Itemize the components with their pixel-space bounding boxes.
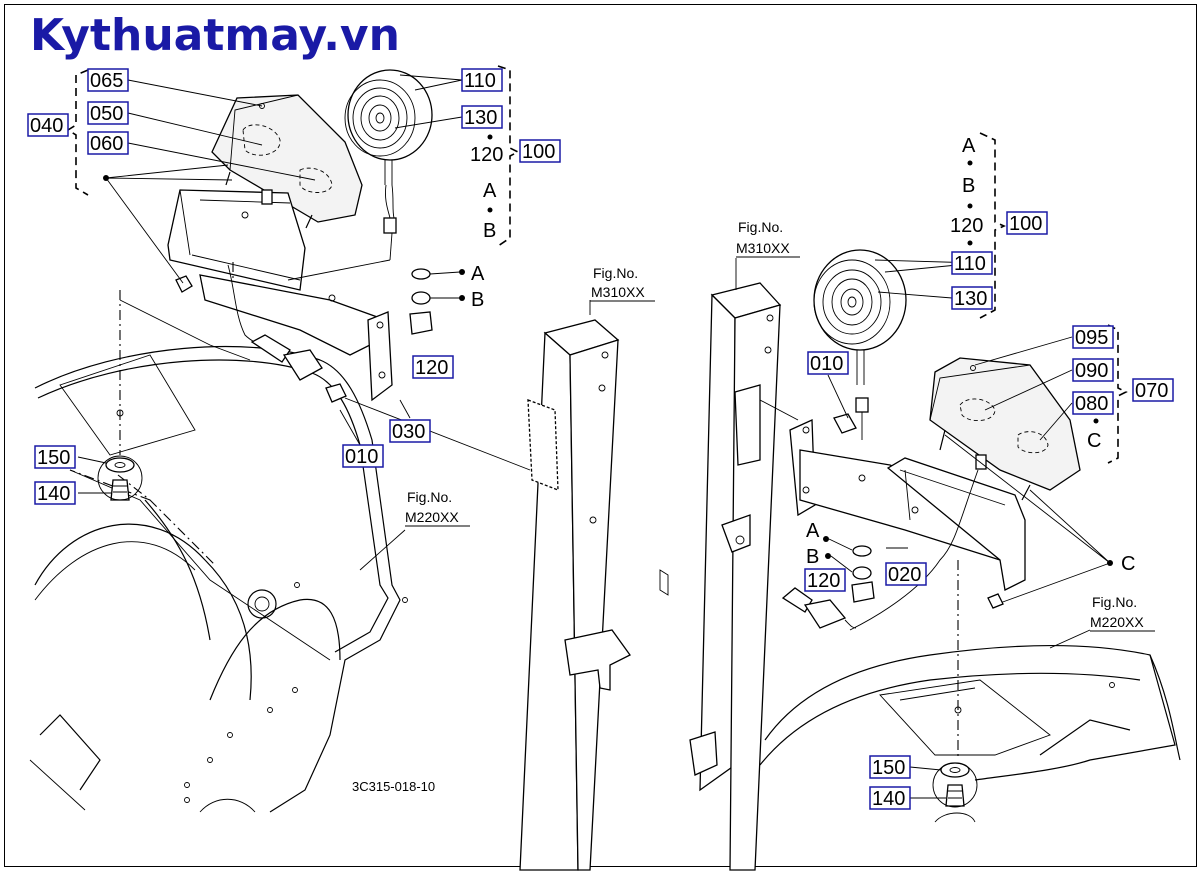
svg-text:M310XX: M310XX bbox=[591, 284, 645, 300]
left-work-light-housing bbox=[211, 94, 363, 223]
svg-text:120: 120 bbox=[415, 357, 448, 379]
label-120-right-group: 120 bbox=[950, 215, 983, 237]
callout-010-right: 010 bbox=[807, 351, 849, 375]
svg-text:020: 020 bbox=[888, 564, 921, 586]
callout-100-left: 100 bbox=[519, 139, 561, 163]
fig-ref-m310-left: Fig.No. M310XX bbox=[590, 265, 655, 302]
svg-text:095: 095 bbox=[1075, 327, 1108, 349]
callout-050: 050 bbox=[87, 101, 129, 125]
brand-title: Kythuatmay.vn bbox=[30, 10, 400, 61]
svg-text:010: 010 bbox=[345, 446, 378, 468]
callout-095: 095 bbox=[1072, 325, 1114, 349]
callout-010-left: 010 bbox=[342, 444, 384, 468]
drawing-number: 3C315-018-10 bbox=[352, 779, 435, 794]
left-round-lamp bbox=[344, 69, 465, 335]
svg-text:090: 090 bbox=[1075, 360, 1108, 382]
svg-text:150: 150 bbox=[37, 447, 70, 469]
svg-text:Fig.No.: Fig.No. bbox=[593, 265, 638, 281]
svg-text:065: 065 bbox=[90, 70, 123, 92]
label-C-right-nut: C bbox=[1121, 553, 1135, 575]
svg-text:M220XX: M220XX bbox=[1090, 614, 1144, 630]
svg-text:010: 010 bbox=[810, 353, 843, 375]
callout-140-left: 140 bbox=[34, 481, 76, 505]
svg-text:030: 030 bbox=[392, 421, 425, 443]
svg-text:120: 120 bbox=[807, 570, 840, 592]
label-B-right-group: B bbox=[962, 175, 975, 197]
svg-text:150: 150 bbox=[872, 757, 905, 779]
left-fastener-stack bbox=[77, 455, 143, 501]
right-lamp-assembly bbox=[759, 249, 1113, 631]
callout-040: 040 bbox=[27, 113, 69, 137]
svg-text:Fig.No.: Fig.No. bbox=[1092, 594, 1137, 610]
label-A-right-washer: A bbox=[806, 520, 820, 542]
label-B-right-washer: B bbox=[806, 546, 819, 568]
callout-150-left: 150 bbox=[34, 445, 76, 469]
svg-text:140: 140 bbox=[872, 788, 905, 810]
callout-130-right: 130 bbox=[951, 286, 993, 310]
callout-130-left: 130 bbox=[461, 105, 503, 129]
fig-ref-m220-right: Fig.No. M220XX bbox=[1090, 594, 1155, 632]
callout-140-right: 140 bbox=[869, 786, 911, 810]
left-lamp-assembly bbox=[103, 94, 531, 471]
left-bracket bbox=[167, 189, 306, 291]
svg-text:Fig.No.: Fig.No. bbox=[407, 489, 452, 505]
callout-060: 060 bbox=[87, 131, 129, 155]
svg-text:M310XX: M310XX bbox=[736, 240, 790, 256]
svg-text:060: 060 bbox=[90, 133, 123, 155]
svg-text:130: 130 bbox=[954, 288, 987, 310]
label-C-right-group: C bbox=[1087, 430, 1101, 452]
fig-ref-m310-right: Fig.No. M310XX bbox=[736, 219, 800, 258]
callout-070: 070 bbox=[1132, 378, 1174, 402]
label-B-left-group: B bbox=[483, 220, 496, 242]
svg-text:140: 140 bbox=[37, 483, 70, 505]
right-fastener-stack bbox=[909, 762, 978, 808]
callout-120-right: 120 bbox=[804, 568, 846, 592]
svg-text:100: 100 bbox=[1009, 213, 1042, 235]
svg-text:040: 040 bbox=[30, 115, 63, 137]
label-120-left-group: 120 bbox=[470, 144, 503, 166]
label-B-left-washer: B bbox=[471, 289, 484, 311]
callout-030: 030 bbox=[389, 419, 431, 443]
callout-100-right: 100 bbox=[1006, 211, 1048, 235]
svg-text:M220XX: M220XX bbox=[405, 509, 459, 525]
fig-ref-m220-left: Fig.No. M220XX bbox=[405, 489, 470, 527]
callout-150-right: 150 bbox=[869, 755, 911, 779]
callout-080: 080 bbox=[1072, 391, 1114, 415]
svg-text:050: 050 bbox=[90, 103, 123, 125]
callout-020: 020 bbox=[885, 562, 927, 586]
svg-text:070: 070 bbox=[1135, 380, 1168, 402]
svg-text:130: 130 bbox=[464, 107, 497, 129]
label-A-right-group: A bbox=[962, 135, 976, 157]
svg-text:080: 080 bbox=[1075, 393, 1108, 415]
svg-text:110: 110 bbox=[464, 70, 496, 92]
svg-text:100: 100 bbox=[522, 141, 555, 163]
center-post-right bbox=[659, 282, 782, 871]
left-fender bbox=[29, 290, 408, 813]
label-A-left-group: A bbox=[483, 180, 497, 202]
svg-text:110: 110 bbox=[954, 253, 986, 275]
left-connector bbox=[250, 334, 291, 363]
right-connector bbox=[781, 587, 813, 613]
drawing-frame bbox=[4, 4, 1197, 867]
center-post-left bbox=[519, 319, 631, 871]
callout-090: 090 bbox=[1072, 358, 1114, 382]
callout-120-left: 120 bbox=[412, 355, 454, 379]
callout-065: 065 bbox=[87, 68, 129, 92]
right-work-light-housing bbox=[929, 357, 1081, 491]
label-A-left-washer: A bbox=[471, 263, 485, 285]
svg-text:Fig.No.: Fig.No. bbox=[738, 219, 783, 235]
callout-110-right: 110 bbox=[951, 251, 993, 275]
right-fender bbox=[759, 560, 1181, 823]
callout-110-left: 110 bbox=[461, 68, 503, 92]
